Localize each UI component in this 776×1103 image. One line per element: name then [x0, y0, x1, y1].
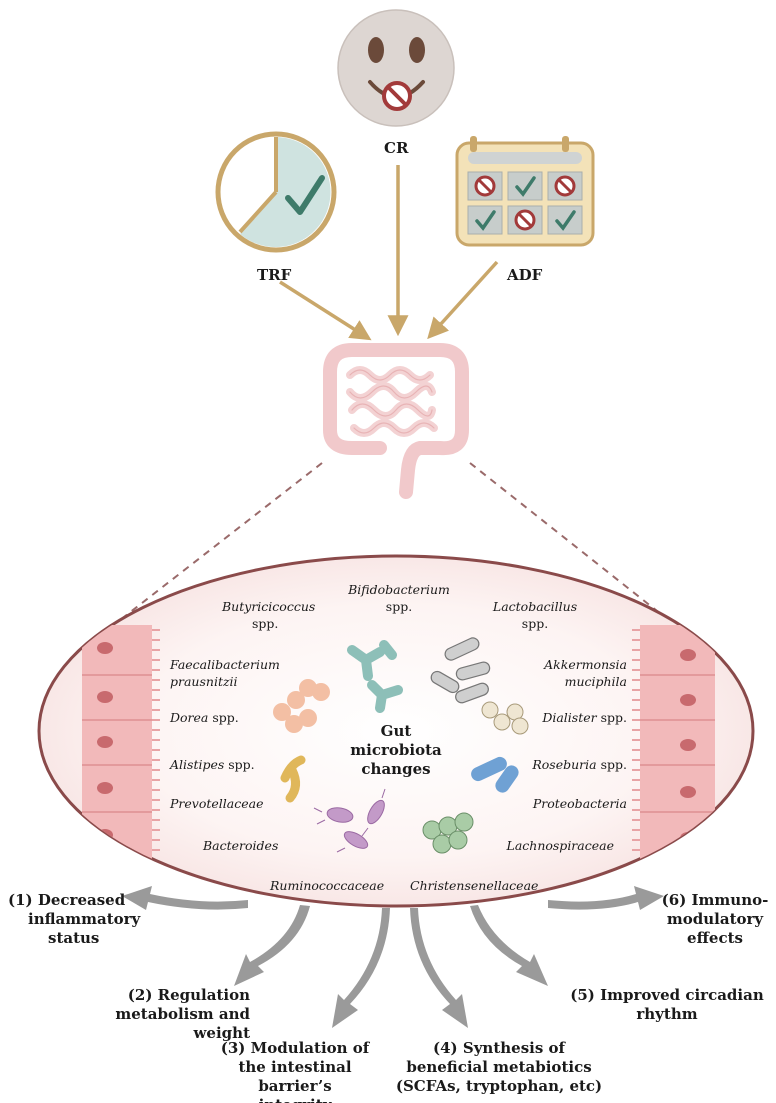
bacteria-icon	[273, 637, 529, 854]
taxon-name: Lactobacillus	[492, 599, 578, 614]
face-icon	[337, 9, 455, 127]
outcome-line: (3) Modulation of	[220, 1039, 370, 1057]
taxon-suffix: spp.	[600, 757, 627, 772]
taxon-suffix: muciphila	[564, 674, 627, 689]
trf-label: TRF	[257, 266, 292, 284]
taxon-dorea: Dorea spp.	[170, 709, 239, 726]
gut-line: microbiota	[350, 741, 442, 759]
taxon-alistipes: Alistipes spp.	[170, 756, 255, 773]
taxon-name: Faecalibacterium	[170, 657, 280, 672]
taxon-name: Butyricicoccus	[222, 599, 316, 614]
taxon-suffix: spp.	[521, 616, 549, 631]
taxon-suffix: prausnitzii	[170, 674, 238, 689]
taxon-dialister: Dialister spp.	[500, 709, 627, 726]
taxon-christensenellaceae: Christensenellaceae	[410, 878, 539, 893]
gut-microbiota-label: Gut microbiota changes	[350, 722, 442, 779]
taxon-akkermonsia: Akkermonsia muciphila	[500, 656, 627, 690]
taxon-suffix: spp.	[385, 599, 413, 614]
clock-icon	[215, 131, 337, 253]
outcome-2: (2) Regulation metabolism and weight	[60, 986, 250, 1043]
taxon-suffix: spp.	[600, 710, 627, 725]
outcome-arrows	[122, 886, 664, 1028]
outcome-line: (SCFAs, tryptophan, etc)	[395, 1077, 603, 1095]
gut-line: Gut	[380, 722, 412, 740]
outcome-1: (1) Decreased inflammatory status	[8, 891, 140, 948]
outcome-3: (3) Modulation of the intestinal barrier…	[220, 1039, 370, 1103]
cr-label: CR	[384, 139, 409, 157]
outcome-6: (6) Immuno- modulatory effects	[660, 891, 770, 948]
taxon-name: Bifidobacterium	[348, 582, 450, 597]
input-arrows	[279, 165, 499, 341]
outcome-line: inflammatory	[28, 910, 141, 928]
outcome-line: (1) Decreased	[8, 891, 126, 909]
taxon-suffix: spp.	[212, 710, 239, 725]
outcome-line: status	[48, 929, 100, 947]
dashed-connector-right	[469, 462, 701, 646]
outcome-line: the intestinal	[238, 1058, 352, 1076]
outcome-line: effects	[687, 929, 743, 947]
taxon-lactobacillus: Lactobacillus spp.	[480, 598, 590, 632]
taxon-name: Dorea	[170, 710, 209, 725]
outcome-line: modulatory	[666, 910, 764, 928]
taxon-prevotellaceae: Prevotellaceae	[170, 796, 264, 811]
outcome-line: beneficial metabiotics	[406, 1058, 592, 1076]
taxon-suffix: spp.	[252, 616, 279, 631]
outcome-5: (5) Improved circadian rhythm	[562, 986, 772, 1024]
outcome-line: barrier’s integrity	[258, 1077, 332, 1103]
taxon-suffix: spp.	[228, 757, 255, 772]
adf-label: ADF	[507, 266, 543, 284]
taxon-roseburia: Roseburia spp.	[500, 756, 627, 773]
taxon-name: Dialister	[542, 710, 597, 725]
intestine-icon	[323, 343, 469, 499]
taxon-name: Alistipes	[170, 757, 225, 772]
taxon-bacteroides: Bacteroides	[203, 838, 279, 853]
calendar-icon	[455, 136, 595, 247]
outcome-line: (4) Synthesis of	[433, 1039, 565, 1057]
outcome-line: metabolism and weight	[115, 1005, 250, 1042]
taxon-ruminococcaceae: Ruminococcaceae	[270, 878, 385, 893]
taxon-bifidobacterium: Bifidobacterium spp.	[336, 581, 462, 615]
taxon-lachnospiraceae: Lachnospiraceae	[506, 838, 614, 853]
taxon-proteobacteria: Proteobacteria	[532, 796, 627, 811]
taxon-butyricicoccus: Butyricicoccus spp.	[222, 598, 315, 632]
outcome-line: (5) Improved circadian	[570, 986, 764, 1004]
taxon-name: Akkermonsia	[544, 657, 627, 672]
taxon-name: Roseburia	[532, 757, 597, 772]
taxon-faecalibacterium: Faecalibacterium prausnitzii	[170, 656, 280, 690]
outcome-4: (4) Synthesis of beneficial metabiotics …	[384, 1039, 614, 1096]
outcome-line: (6) Immuno-	[661, 891, 769, 909]
zoom-ellipse	[37, 554, 755, 908]
outcome-line: (2) Regulation	[127, 986, 250, 1004]
outcome-line: rhythm	[636, 1005, 698, 1023]
gut-line: changes	[361, 760, 431, 778]
